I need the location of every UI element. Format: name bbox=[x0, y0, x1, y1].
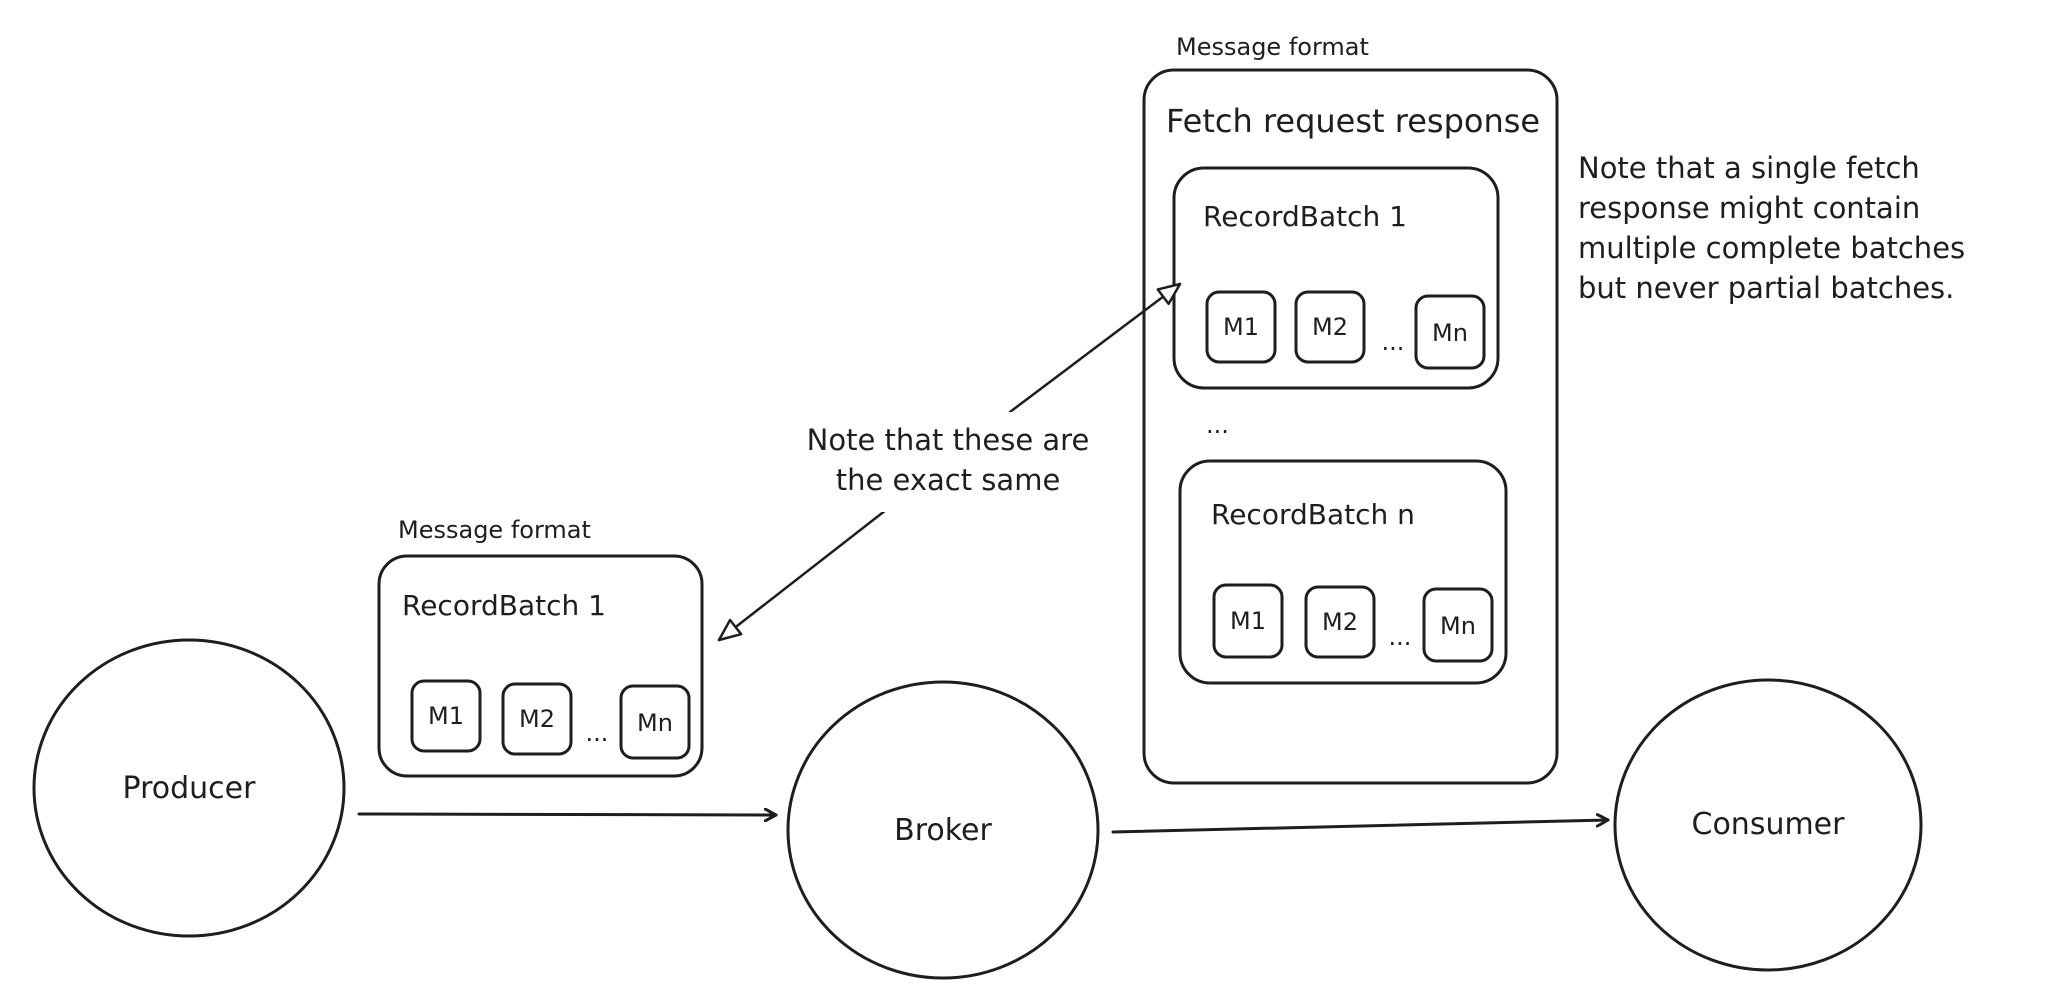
broker-label: Broker bbox=[894, 813, 992, 848]
producer-label: Producer bbox=[123, 771, 257, 806]
producer-to-broker-arrow bbox=[357, 814, 778, 815]
fetch-batch1-msg-label: M2 bbox=[1312, 313, 1348, 341]
producer-msg-label: Mn bbox=[637, 709, 673, 737]
producer-node bbox=[32, 638, 346, 938]
fetch-batch1-msg-box bbox=[1414, 294, 1486, 370]
producer-msg-box bbox=[410, 679, 482, 753]
fetch-batch1-msg-label: M1 bbox=[1223, 313, 1259, 341]
fetch-batch1-ellipsis: ... bbox=[1382, 328, 1405, 356]
producer-record-batch-box bbox=[377, 554, 704, 778]
fetch-response-title: Fetch request response bbox=[1166, 102, 1540, 140]
fetch-batchn-box bbox=[1178, 459, 1508, 685]
fetch-note-line: but never partial batches. bbox=[1578, 271, 1954, 305]
fetch-batch1-msg-label: Mn bbox=[1432, 319, 1468, 347]
fetch-batchn-ellipsis: ... bbox=[1389, 623, 1412, 651]
producer-msg-box bbox=[619, 684, 691, 760]
fetch-batchn-label: RecordBatch n bbox=[1211, 498, 1415, 531]
producer-batch-label: RecordBatch 1 bbox=[402, 589, 606, 622]
fetch-format-caption: Message format bbox=[1176, 33, 1369, 61]
fetch-batch1-msg-box bbox=[1205, 290, 1277, 364]
broker-node bbox=[786, 680, 1100, 980]
fetch-note-line: response might contain bbox=[1578, 191, 1920, 225]
producer-msg-label: M2 bbox=[519, 705, 555, 733]
broker-to-consumer-arrow bbox=[1111, 820, 1610, 834]
producer-format-caption: Message format bbox=[398, 516, 591, 544]
consumer-node bbox=[1613, 678, 1923, 972]
fetch-batchn-msg-box bbox=[1422, 587, 1494, 663]
fetch-batch1-label: RecordBatch 1 bbox=[1203, 200, 1407, 233]
fetch-note-line: Note that a single fetch bbox=[1578, 151, 1920, 185]
fetch-batchn-msg-label: Mn bbox=[1440, 612, 1476, 640]
fetch-batchn-msg-box bbox=[1212, 583, 1284, 659]
same-note-arrow-up bbox=[1008, 282, 1182, 414]
fetch-batch1-msg-box bbox=[1294, 290, 1366, 364]
same-note-line1: Note that these are bbox=[807, 423, 1090, 457]
fetch-between-ellipsis: ... bbox=[1206, 411, 1229, 439]
producer-msg-box bbox=[501, 682, 573, 756]
consumer-label: Consumer bbox=[1692, 807, 1846, 842]
same-note-arrow-down bbox=[717, 508, 888, 642]
fetch-note-line: multiple complete batches bbox=[1578, 231, 1965, 265]
same-note-line2: the exact same bbox=[836, 463, 1061, 497]
fetch-batch1-box bbox=[1172, 166, 1500, 390]
producer-msg-ellipsis: ... bbox=[586, 719, 609, 747]
same-note-backdrop bbox=[783, 412, 1113, 512]
fetch-batchn-msg-label: M1 bbox=[1230, 607, 1266, 635]
fetch-batchn-msg-label: M2 bbox=[1322, 608, 1358, 636]
fetch-batchn-msg-box bbox=[1304, 585, 1376, 659]
producer-msg-label: M1 bbox=[428, 702, 464, 730]
fetch-response-box bbox=[1142, 68, 1559, 785]
